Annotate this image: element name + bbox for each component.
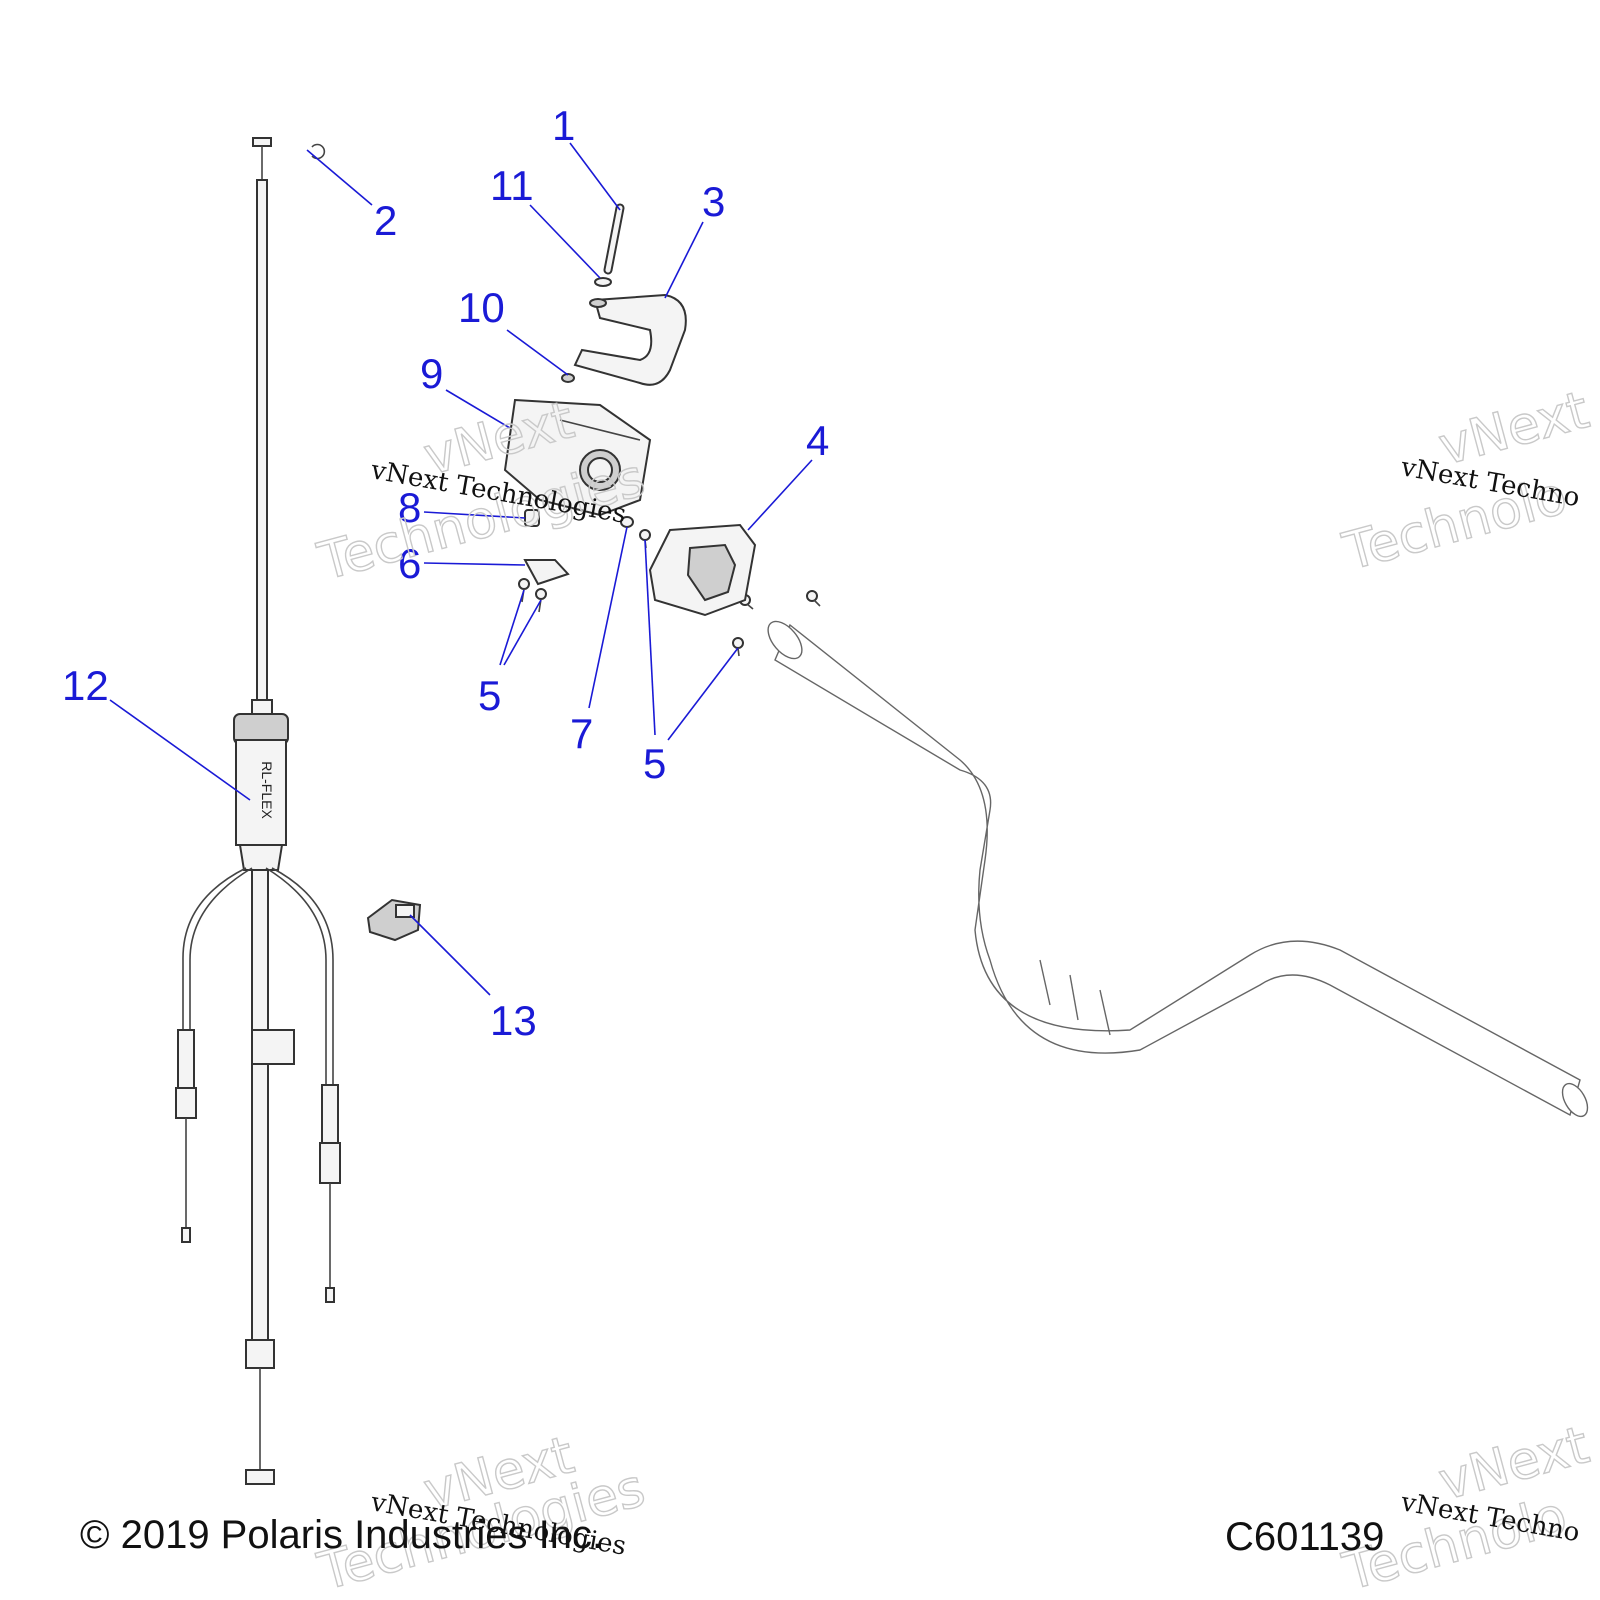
- clamp-part-4: [648, 523, 757, 617]
- callout-7: 7: [570, 710, 593, 757]
- throttle-cable-assembly: RL-FLEX: [175, 137, 341, 1485]
- callout-1: 1: [552, 102, 575, 149]
- callout-5a: 5: [478, 672, 501, 719]
- cover-plate-part-6: [523, 559, 570, 586]
- pin-part-1: [603, 203, 625, 275]
- callout-12: 12: [62, 662, 109, 709]
- callout-10: 10: [458, 284, 505, 331]
- callouts: 1 2 3 4 5 5 5 6 7 8 9 10 11 12 13: [62, 102, 829, 1044]
- callout-2: 2: [374, 197, 397, 244]
- washer-under-lever: [589, 298, 607, 308]
- callout-5b: 5: [643, 740, 666, 787]
- callout-8: 8: [398, 484, 421, 531]
- callout-4: 4: [806, 417, 829, 464]
- callout-6: 6: [398, 540, 421, 587]
- switch-part-13: [366, 898, 422, 942]
- housing-part-9: [503, 398, 652, 517]
- callout-9: 9: [420, 350, 443, 397]
- callout-13: 13: [490, 997, 537, 1044]
- callout-3: 3: [702, 178, 725, 225]
- diagram-code: C601139: [1225, 1515, 1384, 1559]
- nut-part-10: [561, 373, 575, 383]
- cable-brand-label: RL-FLEX: [259, 761, 275, 819]
- lever-part-3: [573, 293, 687, 386]
- callout-11: 11: [490, 162, 534, 209]
- leader-lines: [109, 142, 813, 996]
- washer-part-11: [594, 277, 612, 287]
- handlebar: [767, 620, 1589, 1118]
- copyright-text: © 2019 Polaris Industries Inc.: [80, 1513, 603, 1557]
